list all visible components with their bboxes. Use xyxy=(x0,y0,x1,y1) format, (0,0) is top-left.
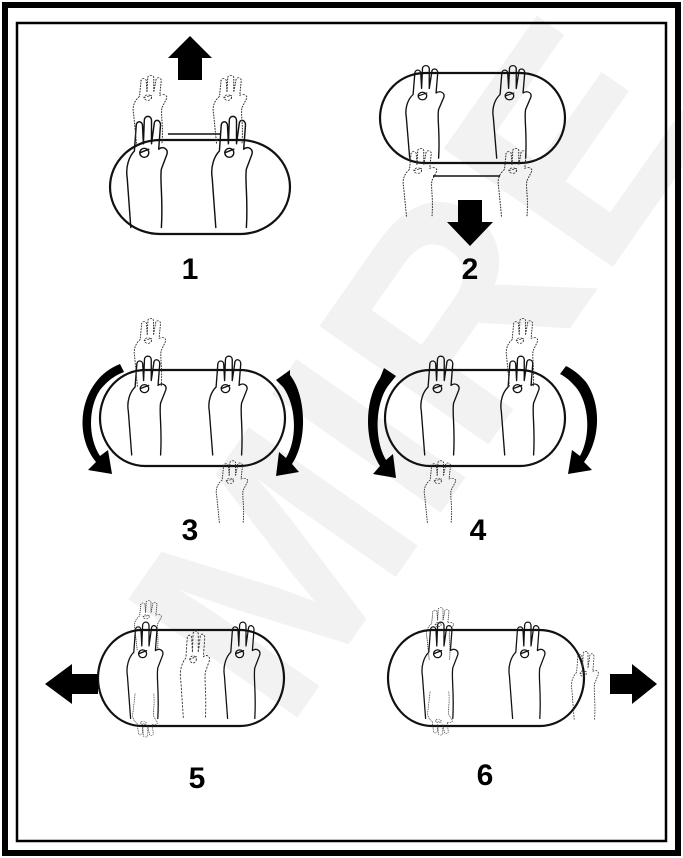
hand-ghost-left xyxy=(133,75,167,143)
hand-ghost-lower xyxy=(133,694,158,737)
arrow-right-icon xyxy=(610,664,657,704)
panel-number: 2 xyxy=(462,253,479,286)
hand-ghost-lower xyxy=(428,692,453,735)
panel-number: 4 xyxy=(470,514,487,547)
panel-number: 5 xyxy=(189,762,206,795)
hand-ghost-right xyxy=(571,651,598,719)
arrow-up-icon xyxy=(168,36,212,80)
hand-ghost-right xyxy=(213,75,247,143)
card-outline xyxy=(110,140,290,234)
hand-right xyxy=(509,622,545,718)
panel-1: 1 xyxy=(110,36,290,286)
hand-left xyxy=(127,116,167,227)
panel-number: 1 xyxy=(182,253,199,286)
arrow-left-icon xyxy=(45,664,98,704)
panel-number: 3 xyxy=(182,514,199,547)
panel-number: 6 xyxy=(477,759,494,792)
hand-ghost-top xyxy=(134,318,165,386)
hand-right xyxy=(212,116,252,227)
